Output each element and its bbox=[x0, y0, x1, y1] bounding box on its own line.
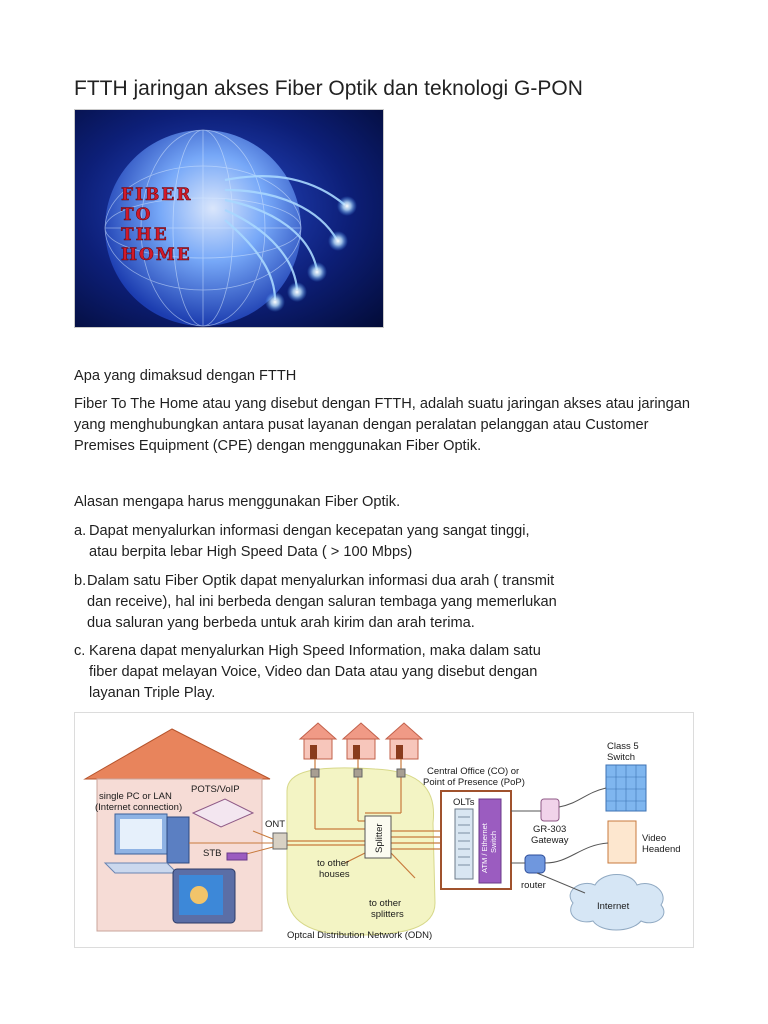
switch-label: Switch bbox=[489, 831, 498, 853]
page-title: FTTH jaringan akses Fiber Optik dan tekn… bbox=[74, 77, 583, 100]
label-class5-switch: Switch bbox=[607, 752, 635, 763]
pc-icon bbox=[103, 813, 190, 874]
video-headend-icon bbox=[607, 820, 637, 864]
label-single-pc: single PC or LAN bbox=[99, 791, 172, 802]
list-marker: a. bbox=[74, 523, 87, 539]
label-stb: STB bbox=[203, 848, 221, 859]
label-gr303: GR-303 bbox=[533, 824, 566, 835]
heading-reasons: Alasan mengapa harus menggunakan Fiber O… bbox=[74, 494, 401, 510]
splitter-box bbox=[364, 815, 392, 859]
list-marker: b. bbox=[74, 573, 87, 589]
label-internet-connection: (Internet connection) bbox=[95, 802, 182, 813]
atm-label: ATM / Ethernet bbox=[480, 822, 489, 873]
list-text: Dalam satu Fiber Optik dapat menyalurkan… bbox=[87, 573, 557, 631]
label-router: router bbox=[521, 880, 546, 891]
label-central-office: Central Office (CO) or bbox=[427, 766, 519, 777]
splitter-label: Splitter bbox=[374, 823, 385, 853]
hero-word-the: THE bbox=[121, 225, 169, 245]
class5-grid bbox=[606, 765, 646, 811]
label-olts: OLTs bbox=[453, 797, 475, 808]
olt-rack-slots bbox=[458, 816, 470, 866]
list-marker: c. bbox=[74, 643, 86, 659]
gr303-gateway-icon bbox=[540, 798, 560, 822]
remote-houses bbox=[298, 722, 424, 760]
ont-device-icon bbox=[272, 832, 288, 850]
paragraph-line: Fiber To The Home atau yang disebut deng… bbox=[74, 396, 691, 412]
hero-word-home: HOME bbox=[121, 245, 192, 265]
label-internet: Internet bbox=[597, 901, 630, 912]
label-ont: ONT bbox=[265, 819, 285, 830]
list-text: Karena dapat menyalurkan High Speed Info… bbox=[89, 643, 541, 701]
label-odn: Optcal Distribution Network (ODN) bbox=[287, 930, 432, 941]
pole-terminals bbox=[310, 768, 406, 778]
label-gateway: Gateway bbox=[531, 835, 569, 846]
label-to-other-houses-2: houses bbox=[319, 869, 350, 880]
fiber-globe-illustration: FIBER TO THE HOME bbox=[75, 110, 383, 327]
label-class5: Class 5 bbox=[607, 741, 639, 752]
label-headend: Headend bbox=[642, 844, 681, 855]
label-point-of-presence: Point of Presence (PoP) bbox=[423, 777, 525, 788]
label-to-other-houses-1: to other bbox=[317, 858, 349, 869]
stb-device-icon bbox=[226, 852, 248, 861]
label-pots-voip: POTS/VoIP bbox=[191, 784, 240, 795]
list-text: Dapat menyalurkan informasi dengan kecep… bbox=[89, 523, 530, 560]
label-to-other-splitters-2: splitters bbox=[371, 909, 404, 920]
tv-icon bbox=[172, 868, 236, 924]
ftth-diagram-svg: Splitter ATM / Ethernet Switch bbox=[83, 722, 681, 941]
odn-area bbox=[286, 767, 436, 936]
internet-cloud-icon bbox=[569, 874, 665, 931]
heading-what-is-ftth: Apa yang dimaksud dengan FTTH bbox=[74, 368, 297, 384]
router-icon bbox=[524, 854, 546, 874]
ftth-network-diagram: Splitter ATM / Ethernet Switch bbox=[74, 712, 694, 948]
label-to-other-splitters-1: to other bbox=[369, 898, 401, 909]
hero-word-fiber: FIBER bbox=[121, 185, 192, 205]
olt-rack bbox=[454, 808, 474, 880]
paragraph-line: yang menghubungkan antara pusat layanan … bbox=[74, 417, 649, 433]
label-video: Video bbox=[642, 833, 666, 844]
phone-icon bbox=[191, 798, 255, 828]
fiber-to-the-home-image: FIBER TO THE HOME bbox=[74, 109, 384, 328]
paragraph-line: Premises Equipment (CPE) dengan mengguna… bbox=[74, 438, 482, 454]
hero-word-to: TO bbox=[121, 205, 152, 225]
atm-ethernet-switch bbox=[478, 798, 502, 884]
